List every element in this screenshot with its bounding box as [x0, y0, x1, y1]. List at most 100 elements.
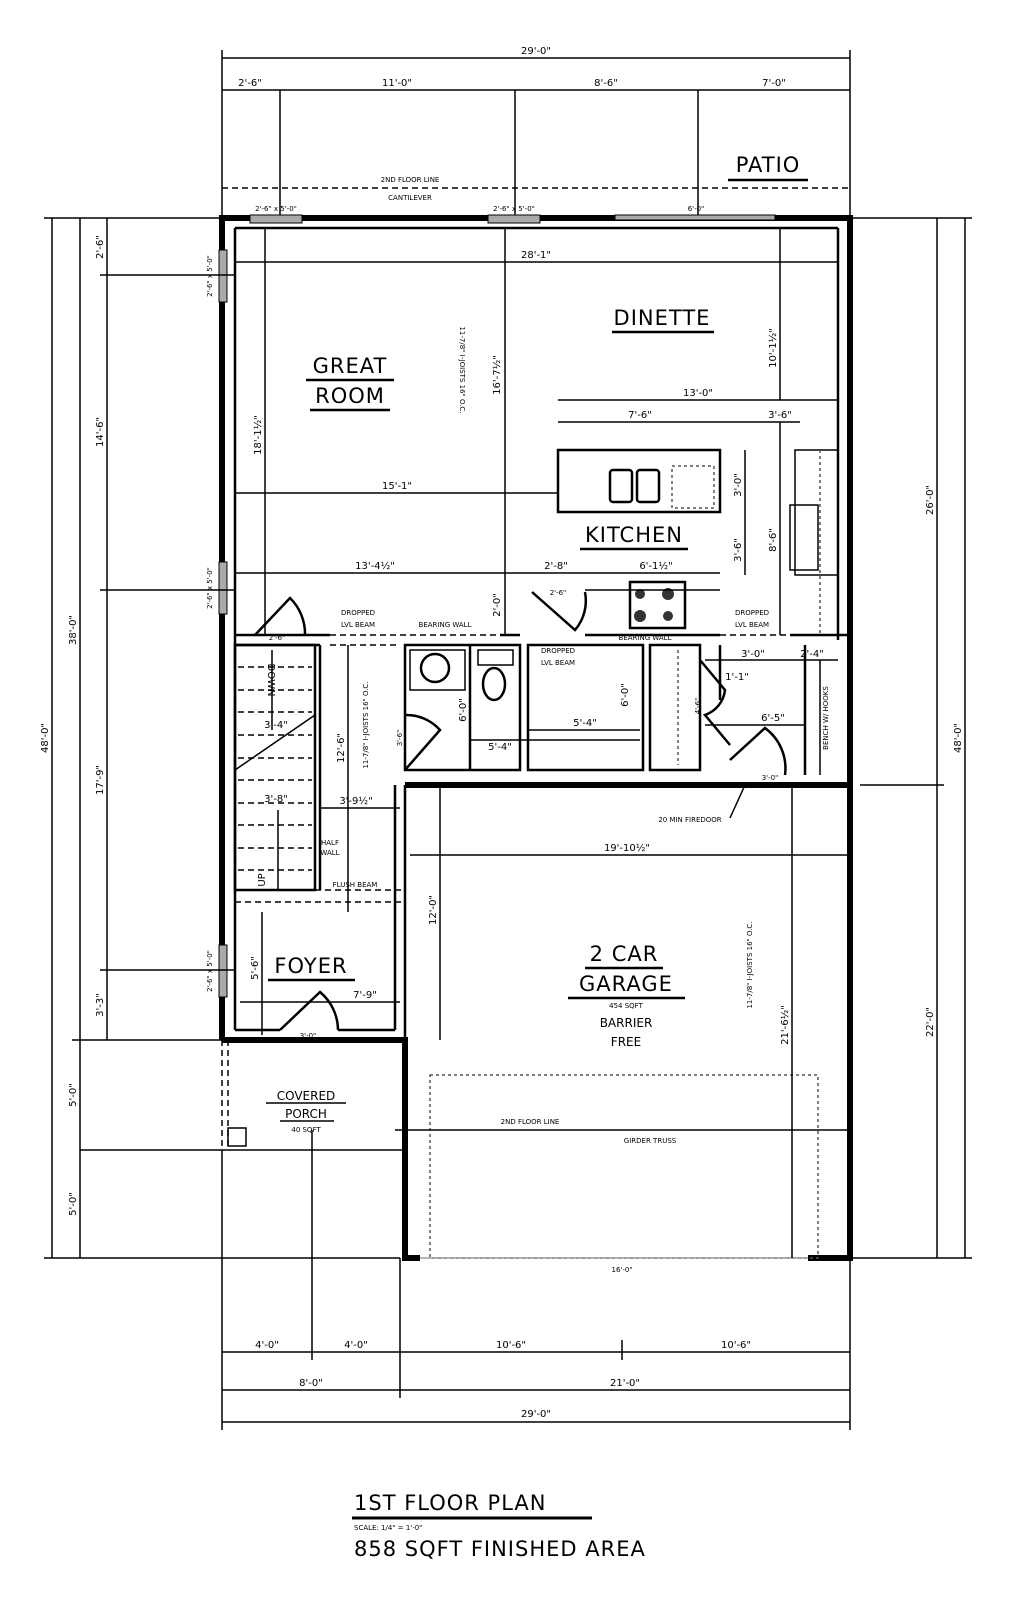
- room-label-kitchen: KITCHEN: [585, 523, 683, 547]
- window-label: 2'-6" x 5'-0": [255, 205, 297, 213]
- dim-left-14-6: 14'-6": [95, 417, 106, 447]
- dim-3-6c: 3'-6": [396, 730, 404, 747]
- dim-4-6: 4'-6": [694, 698, 702, 715]
- dim-5-4a: 5'-4": [488, 742, 512, 753]
- dim-6-0a: 6'-0": [458, 698, 469, 722]
- fixtures: BENCH W/ HOOKS: [409, 448, 839, 775]
- dim-12-0: 12'-0": [428, 895, 439, 925]
- dim-10-1: 10'-1½": [767, 328, 779, 368]
- door-label: 3'-0": [762, 774, 779, 782]
- joists-label: 11-7/8" I-JOISTS 16" O.C.: [746, 921, 754, 1008]
- dim-2-8: 2'-8": [544, 561, 568, 572]
- dim-7-9: 7'-9": [353, 990, 377, 1001]
- dim-3-6: 3'-6": [768, 410, 792, 421]
- dim-bot-total: 29'-0": [521, 1409, 551, 1420]
- right-dimensions: 26'-0" 22'-0" 48'-0": [850, 217, 972, 1259]
- girder-truss-label: GIRDER TRUSS: [624, 1137, 677, 1145]
- doors: 2'-6" 2'-6" 3'-0" 3'-0" 20 MIN FIREDOOR: [254, 589, 787, 1040]
- dim-5-4b: 5'-4": [573, 718, 597, 729]
- dim-left-2-6: 2'-6": [95, 235, 106, 259]
- door-label: 2'-6": [269, 634, 286, 642]
- dim-left-5-0a: 5'-0": [68, 1083, 79, 1107]
- dim-6-1: 6'-1½": [639, 560, 672, 572]
- dim-8-6: 8'-6": [768, 528, 779, 552]
- dim-left-5-0b: 5'-0": [68, 1192, 79, 1216]
- window-label: 2'-6" x 5'-0": [206, 255, 214, 297]
- dim-6-0b: 6'-0": [620, 683, 631, 707]
- stairs-up-label: UP: [257, 873, 268, 886]
- interior-dimensions: 28'-1" 16'-7½" 10'-1½" 13'-0" 7'-6" 3'-6…: [235, 228, 850, 1258]
- dim-3-4: 3'-4": [264, 720, 288, 731]
- dim-right-26: 26'-0": [925, 485, 936, 515]
- room-label-patio: PATIO: [736, 153, 801, 177]
- second-floor-line-label: 2ND FLOOR LINE: [381, 176, 440, 184]
- dim-left-48: 48'-0": [40, 723, 51, 753]
- room-label-porch: PORCH: [285, 1107, 327, 1121]
- half-wall-label: HALF: [321, 839, 339, 847]
- second-floor-line-label: 2ND FLOOR LINE: [501, 1118, 560, 1126]
- dim-12-6: 12'-6": [336, 733, 347, 763]
- bearing-wall-label: BEARING WALL: [419, 621, 472, 629]
- joists-label: 11-7/8" I-JOISTS 16" O.C.: [458, 326, 466, 413]
- window-label: 2'-6" x 5'-0": [206, 950, 214, 992]
- room-label-great-room: GREAT: [313, 354, 388, 378]
- room-label-garage: GARAGE: [579, 972, 673, 996]
- dim-3-0h: 3'-0": [741, 649, 765, 660]
- finished-area: 858 SQFT FINISHED AREA: [354, 1537, 646, 1561]
- bench-label: BENCH W/ HOOKS: [822, 686, 830, 750]
- dropped-beam-label: LVL BEAM: [341, 621, 375, 629]
- room-label-porch: COVERED: [277, 1089, 336, 1103]
- dim-3-9: 3'-9½": [339, 795, 372, 807]
- garage-note: FREE: [611, 1035, 641, 1049]
- dim-bot-8: 8'-0": [299, 1378, 323, 1389]
- room-label-foyer: FOYER: [274, 954, 347, 978]
- top-dimensions: 29'-0" 2'-6" 11'-0" 8'-6" 7'-0": [221, 46, 851, 215]
- dim-right-48: 48'-0": [953, 723, 964, 753]
- window-label: 2'-6" x 5'-0": [206, 567, 214, 609]
- bottom-dimensions: 4'-0" 4'-0" 10'-6" 10'-6" 8'-0" 21'-0" 2…: [221, 1130, 851, 1430]
- firedoor-label: 20 MIN FIREDOOR: [658, 816, 721, 824]
- patio-door-label: 6'-0": [688, 205, 705, 213]
- garage-area: 454 SQFT: [609, 1002, 643, 1010]
- stairs-down-label: DOWN: [265, 664, 276, 697]
- interior-walls: [235, 633, 850, 1040]
- dim-28-1: 28'-1": [521, 250, 551, 261]
- dim-21-6: 21'-6½": [779, 1005, 791, 1045]
- dim-13-0: 13'-0": [683, 388, 713, 399]
- joists-label: 11-7/8" I-JOISTS 16" O.C.: [362, 681, 370, 768]
- dim-3-8: 3'-8": [264, 794, 288, 805]
- dim-16-7: 16'-7½": [491, 355, 503, 395]
- stairs: DOWN UP HALF WALL FLUSH BEAM: [233, 643, 378, 892]
- dropped-beam-label: LVL BEAM: [541, 659, 575, 667]
- dim-top-4: 7'-0": [762, 78, 786, 89]
- dim-right-22: 22'-0": [925, 1007, 936, 1037]
- dropped-beam-label: LVL BEAM: [735, 621, 769, 629]
- window-label: 2'-6" x 5'-0": [493, 205, 535, 213]
- dropped-beam-label: DROPPED: [341, 609, 375, 617]
- garage-note: BARRIER: [600, 1016, 653, 1030]
- dim-18-1: 18'-1½": [252, 415, 264, 455]
- garage-door-label: 16'-0": [611, 1266, 632, 1274]
- dim-3-0: 3'-0": [733, 473, 744, 497]
- room-label-great-room: ROOM: [315, 384, 385, 408]
- dim-left-3-3: 3'-3": [95, 993, 106, 1017]
- door-label: 3'-0": [300, 1032, 317, 1040]
- flush-beam-label: FLUSH BEAM: [333, 881, 378, 889]
- dim-13-4: 13'-4½": [355, 560, 395, 572]
- dim-top-3: 8'-6": [594, 78, 618, 89]
- dim-15-1: 15'-1": [382, 481, 412, 492]
- plan-scale: SCALE: 1/4" = 1'-0": [354, 1524, 422, 1532]
- dim-6-5: 6'-5": [761, 713, 785, 724]
- dim-bot-21: 21'-0": [610, 1378, 640, 1389]
- cantilever-label: CANTILEVER: [388, 194, 432, 202]
- dim-bot-2: 4'-0": [344, 1340, 368, 1351]
- dim-top-total: 29'-0": [521, 46, 551, 57]
- dim-bot-3: 10'-6": [496, 1340, 526, 1351]
- dim-bot-4: 10'-6": [721, 1340, 751, 1351]
- porch-area: 40 SQFT: [291, 1126, 321, 1134]
- room-label-dinette: DINETTE: [614, 306, 711, 330]
- door-label: 2'-6": [550, 589, 567, 597]
- dim-5-6: 5'-6": [250, 956, 261, 980]
- dim-19-10: 19'-10½": [604, 842, 650, 854]
- dim-2-0: 2'-0": [492, 593, 503, 617]
